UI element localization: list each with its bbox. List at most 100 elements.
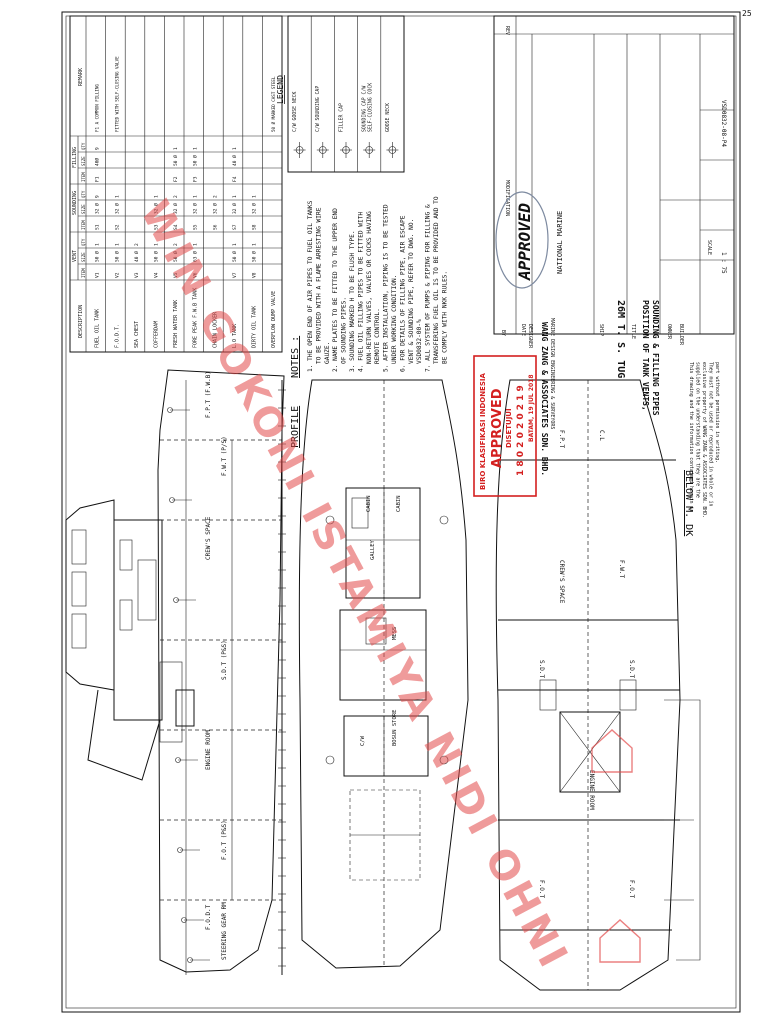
company-subtitle: MARINE DESIGN ENGINEERING & SURVEYORS: [549, 318, 555, 429]
table-header-vent: VENT: [72, 250, 78, 262]
company-name: WANG ZANG & ASSOCIATES SDN. BHD.: [540, 322, 549, 476]
table-cell: 1: [232, 243, 238, 246]
drawing-title-line2: SOUNDING & FILLING PIPES: [651, 300, 660, 416]
note-line: REMOTE CONTROL.: [374, 308, 381, 364]
table-cell: V6: [193, 272, 199, 278]
table-cell: S8: [252, 224, 258, 230]
table-cell: F1: [95, 176, 101, 182]
note-line: 2. NAME PLATES TO BE FITTED TO THE UPPER…: [332, 208, 339, 372]
deck-zone-label: MESS: [392, 627, 398, 640]
tb-by-label: BY: [500, 330, 506, 336]
approved-stamp-text: APPROVED: [515, 203, 534, 281]
note-line: VSD0832-00-%: [416, 319, 423, 364]
bki-status: APPROVED: [490, 388, 505, 468]
table-cell: F2: [173, 176, 179, 182]
table-cell: 1: [173, 147, 179, 150]
table-cell: 9: [95, 195, 101, 198]
table-cell: 50 Ø: [153, 251, 160, 262]
table-cell: 50 Ø: [251, 251, 258, 262]
table-cell: V5: [173, 272, 179, 278]
tb-builder-label: BUILDER: [678, 324, 684, 346]
approved-stamp: APPROVED NATIONAL MARINE: [495, 191, 564, 289]
copyright-line: exclusive property of WANG ZANG & ASSOCI…: [701, 362, 707, 518]
page-number: 25: [742, 9, 752, 18]
note-line: VENT & SOUNDING PIPE, REFER TO DWG. NO.: [408, 219, 415, 364]
table-cell: S1: [95, 224, 101, 230]
table-cell: 32 Ø: [153, 203, 160, 214]
table-cell: 32 Ø: [231, 203, 238, 214]
legend-item-label: FILLER CAP: [338, 103, 344, 132]
table-subheader: ITEM: [81, 220, 86, 230]
table-cell: 1: [232, 147, 238, 150]
bki-place-date: BATAM, 19 JUL 2018: [528, 374, 535, 442]
tb-designer-label: DESIGNER: [527, 324, 533, 349]
bki-org: BIRO KLASIFIKASI INDONESIA: [479, 373, 487, 490]
note-line: 7. ALL SYSTEM OF PUMPS & PIPING FOR FILL…: [425, 204, 432, 372]
red-house-mark: [591, 729, 641, 963]
profile-zone-label: F.O.D.T: [205, 904, 212, 930]
goose-neck-icon: [386, 142, 399, 158]
table-cell: 40Ø: [94, 158, 101, 166]
tank-pipe-table: DESCRIPTIONVENTSOUNDINGFILLINGREMARKITEM…: [69, 15, 283, 353]
note-line: BE COMPLY WITH NKK RULES.: [441, 271, 448, 364]
table-row-description: F.O.D.T.: [114, 324, 120, 348]
profile-view-label: PROFILE: [290, 406, 301, 448]
below-deck-label: BELOW M. DK: [683, 470, 694, 536]
note-line: OF SOUNDING PIPES.: [341, 297, 348, 364]
profile-zone-label: STEERING GEAR RM: [221, 902, 228, 960]
table-subheader: ITEM: [81, 268, 86, 278]
table-cell: F3: [193, 176, 199, 182]
table-cell: V7: [232, 272, 238, 278]
copyright-line: This drawing and the information contain…: [688, 362, 694, 512]
below-zone-label: CREW'S SPACE: [558, 560, 565, 604]
table-cell: 1: [95, 243, 101, 246]
table-subheader: QTY: [81, 238, 86, 246]
profile-zone-label: S.D.T (P&S): [221, 640, 228, 680]
sheet-border: [61, 11, 741, 1013]
self-closing-cock-icon: [363, 142, 376, 158]
note-line: TRANSFERING FUEL OIL IS TO BE PROVIDED A…: [433, 196, 440, 364]
table-cell: V1: [95, 272, 101, 278]
below-zone-label: F.O.T: [538, 880, 545, 898]
below-zone-label: F.W.T: [618, 560, 625, 578]
table-cell: 1: [232, 195, 238, 198]
note-line: NON-RETURN VALVES, VALVES OR COCKS HAVIN…: [366, 211, 373, 364]
table-cell: 1: [114, 195, 120, 198]
tb-date-label: DATE: [520, 324, 526, 336]
profile-zone-label: F.P.T (F.W.B): [205, 371, 212, 418]
note-line: GAUZE.: [324, 342, 331, 364]
table-row-remark: F1 A COMMON FILLING: [95, 84, 100, 132]
table-cell: F4: [232, 176, 238, 182]
note-line: TO BE PROVIDED WITH A FLAME ARRESTING WI…: [315, 207, 322, 364]
tb-title-label: TITLE: [630, 324, 636, 339]
table-cell: 50 Ø: [113, 251, 120, 262]
table-cell: 1: [154, 243, 160, 246]
table-row-description: FUEL OIL TANK: [95, 309, 101, 348]
deck-zone-label: C/W: [360, 735, 366, 746]
tb-rev-label: REV: [504, 26, 510, 35]
table-row-remark: 50 Ø MARKED CAST STEEL: [271, 76, 276, 132]
note-line: 6. FOR DETAILS OF FILLING PIPE, AIR ESCA…: [399, 215, 406, 372]
bki-sub: DISETUJUI: [505, 408, 513, 448]
table-cell: 1: [193, 243, 199, 246]
deck-zone-label: GALLEY: [370, 539, 376, 560]
legend-title: LEGEND: [276, 75, 285, 104]
deck-zone-label: CABIN: [366, 495, 372, 512]
below-zone-label: C.L: [598, 430, 605, 441]
below-zone-label: F.O.T: [628, 880, 635, 898]
approved-stamp-label: NATIONAL MARINE: [556, 211, 564, 274]
filler-cap-icon: [340, 142, 352, 158]
table-cell: 2: [134, 243, 140, 246]
legend-item-label: C/W SOUNDING CAP: [315, 86, 321, 132]
legend-item-label: GOOSE NECK: [385, 103, 391, 132]
below-zone-label: S.D.T: [628, 660, 635, 678]
table-cell: S4: [173, 224, 179, 230]
table-cell: 32 Ø: [192, 203, 199, 214]
note-line: 4. FUEL OIL FILLING PIPES TO BE FITTED W…: [357, 212, 364, 372]
table-row-description: CHAIN LOCKER: [212, 311, 218, 348]
table-cell: 40 Ø: [133, 251, 140, 262]
table-cell: S5: [193, 224, 199, 230]
tb-ship-label: SHIP: [598, 324, 604, 336]
